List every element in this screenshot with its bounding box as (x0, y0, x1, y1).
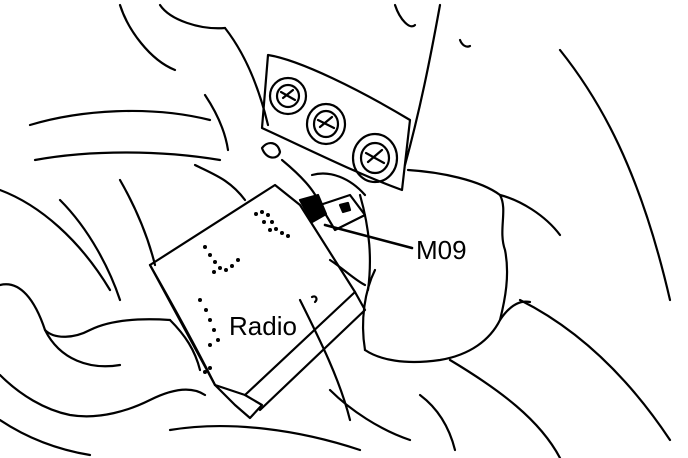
m09-connector-label: M09 (416, 235, 467, 265)
vent-panel (260, 53, 412, 192)
right-hand (361, 168, 562, 364)
radio-label: Radio (229, 311, 297, 341)
radio-unit (148, 183, 367, 420)
left-hand (0, 283, 207, 457)
dashboard-outline (0, 3, 672, 458)
m09-leader-line (323, 223, 414, 250)
radio-cavity (280, 158, 372, 292)
